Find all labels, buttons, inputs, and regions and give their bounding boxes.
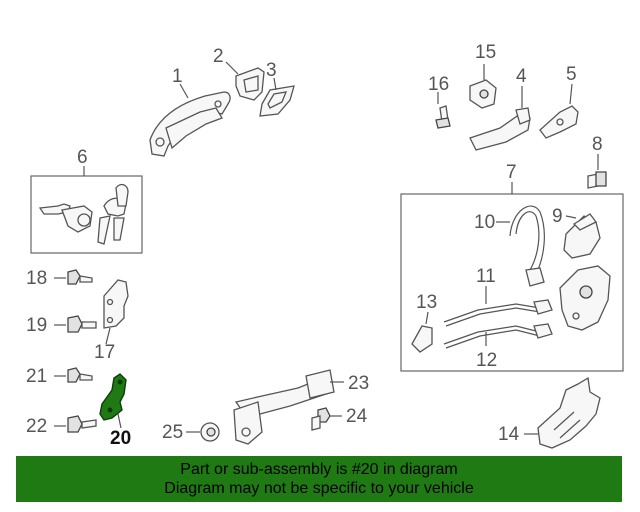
callout-20: 20: [110, 428, 131, 449]
callout-13: 13: [416, 292, 437, 313]
part-16-bolt: [435, 105, 451, 129]
part-17-hinge: [103, 279, 129, 329]
callout-12: 12: [476, 350, 497, 371]
banner-line-part-number: Part or sub-assembly is #20 in diagram: [180, 461, 458, 478]
leader-5: [569, 83, 573, 105]
callout-23: 23: [348, 373, 369, 394]
callout-1: 1: [172, 66, 183, 87]
part-20-hinge-highlighted: [99, 373, 127, 421]
callout-16: 16: [428, 74, 449, 95]
part-9-actuator: [563, 213, 601, 259]
part-13-bracket: [411, 325, 433, 353]
part-24-bolt: [311, 407, 331, 431]
callout-9: 9: [552, 206, 563, 227]
callout-21: 21: [26, 366, 47, 387]
part-latch-body: [559, 265, 611, 331]
part-1-outside-handle: [149, 91, 231, 157]
part-23-door-check: [233, 369, 335, 445]
part-19-bolt: [67, 315, 97, 333]
leader-13: [425, 311, 429, 325]
part-4-lock-linkage: [469, 107, 531, 151]
part-2-handle-cap: [235, 67, 265, 101]
part-25-plug: [200, 422, 220, 442]
callout-25: 25: [162, 422, 183, 443]
part-3-gasket: [259, 85, 295, 117]
callout-18: 18: [26, 268, 47, 289]
callout-24: 24: [346, 406, 368, 427]
callout-3: 3: [266, 60, 277, 81]
leader-2: [225, 61, 239, 75]
frame-part-6: [30, 175, 143, 254]
info-banner: Part or sub-assembly is #20 in diagram D…: [16, 456, 622, 502]
part-6-lock-cylinder-keys: [38, 183, 129, 245]
part-12-rod: [443, 323, 553, 349]
callout-22: 22: [26, 416, 47, 437]
part-5-bracket: [539, 105, 579, 139]
part-11-rod: [443, 299, 553, 327]
callout-15: 15: [475, 42, 496, 63]
callout-4: 4: [516, 66, 527, 87]
callout-6: 6: [77, 147, 88, 168]
part-14-panel: [537, 376, 601, 449]
part-8-bolt: [587, 171, 607, 189]
callout-10: 10: [474, 212, 495, 233]
callout-5: 5: [566, 64, 577, 85]
part-18-bolt: [67, 269, 93, 285]
callout-17: 17: [94, 342, 115, 363]
leader-9: [565, 215, 577, 219]
leader-1: [179, 83, 189, 99]
part-22-bolt: [67, 415, 97, 433]
callout-2: 2: [213, 46, 224, 67]
leader-20: [117, 413, 122, 429]
banner-line-disclaimer: Diagram may not be specific to your vehi…: [164, 480, 474, 497]
callout-8: 8: [592, 134, 603, 155]
parts-diagram: 1 2 3 6 18 19 17: [26, 42, 624, 449]
callout-7: 7: [506, 162, 517, 183]
leader-3: [273, 77, 277, 91]
leader-17: [105, 327, 111, 345]
part-10-cable: [509, 205, 545, 287]
callout-14: 14: [498, 424, 520, 445]
part-15-bracket: [469, 79, 497, 109]
callout-11: 11: [476, 266, 496, 287]
part-21-bolt: [67, 367, 93, 383]
callout-19: 19: [26, 315, 47, 336]
